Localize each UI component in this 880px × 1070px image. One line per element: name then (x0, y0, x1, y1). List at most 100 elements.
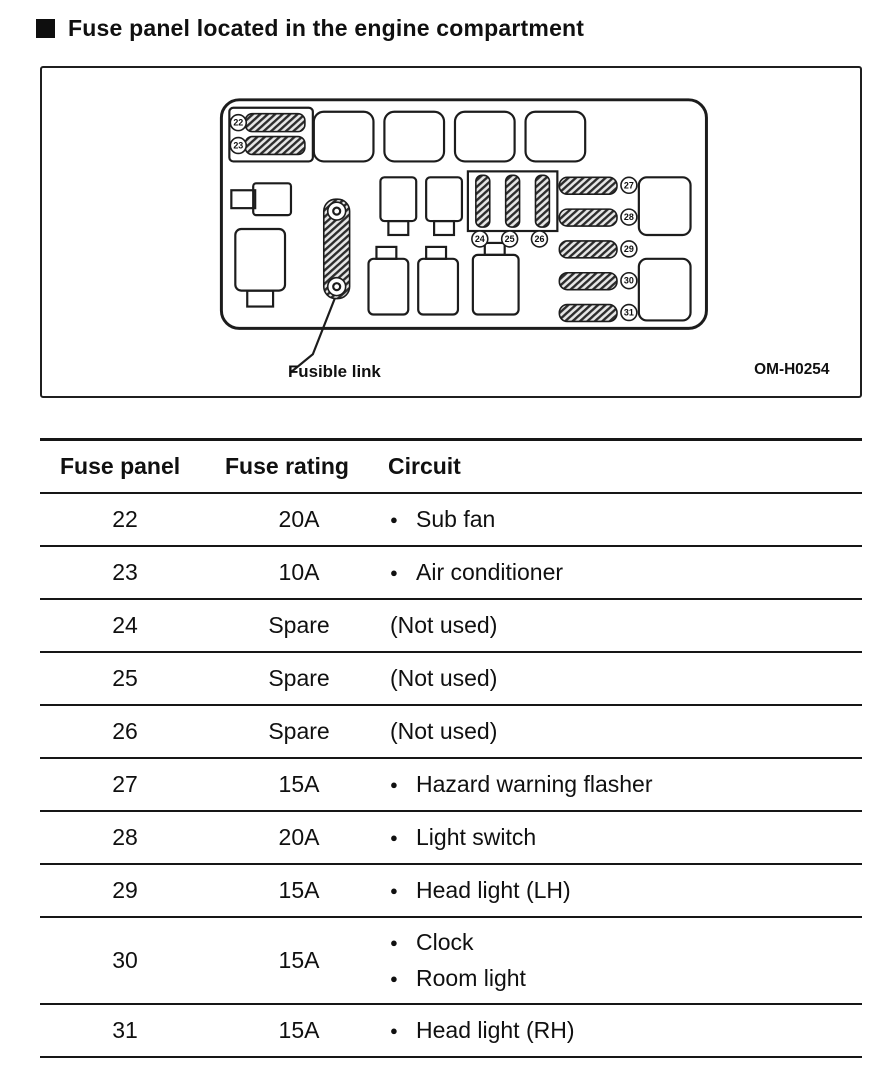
fuse-panel-number: 28 (112, 824, 138, 850)
fuse-table: Fuse panel Fuse rating Circuit 22 20A ● … (40, 438, 862, 1058)
circuit-line: ● Sub fan (390, 506, 862, 533)
fuse-rating: 15A (278, 771, 320, 797)
fuse-rating: 20A (278, 506, 320, 532)
page-title: Fuse panel located in the engine compart… (68, 15, 585, 41)
plug-1 (379, 176, 418, 237)
fuse-rating: 10A (278, 559, 320, 585)
fuse-30 (558, 271, 618, 291)
fuse-30-label: 30 (624, 276, 634, 286)
bullet-icon: ● (390, 830, 398, 845)
bullet-icon: ● (390, 935, 398, 950)
circuit-cell: ● Light switch (388, 824, 862, 851)
figure-frame: 22 23 (40, 66, 862, 398)
fuse-box-outline (219, 98, 708, 330)
fusible-link-terminal-bottom (326, 276, 347, 297)
circuit-cell: ● Head light (LH) (388, 877, 862, 904)
col-header-fuse-rating: Fuse rating (225, 453, 349, 479)
fuse-rating: Spare (268, 665, 330, 691)
circuit-label: Head light (RH) (416, 1017, 575, 1043)
relay-right-top (637, 176, 692, 237)
circuit-label: Sub fan (416, 506, 496, 532)
circuit-line: ● Hazard warning flasher (390, 771, 862, 798)
fuse-rating: Spare (268, 718, 330, 744)
circuit-line: (Not used) (390, 612, 862, 639)
fuse-rating: 15A (278, 947, 320, 973)
col-header-fuse-panel: Fuse panel (60, 453, 181, 479)
page-heading: Fuse panel located in the engine compart… (36, 15, 584, 42)
fusible-link-bar (322, 198, 351, 300)
table-row-22: 22 20A ● Sub fan (40, 494, 862, 547)
fusible-link (322, 198, 351, 300)
fuse-31-label: 31 (624, 307, 634, 317)
circuit-line: (Not used) (390, 718, 862, 745)
plug-2 (425, 176, 464, 237)
circuit-label: (Not used) (390, 612, 498, 638)
bullet-icon: ● (390, 512, 398, 527)
table-row-28: 28 20A ● Light switch (40, 812, 862, 865)
fuse-26 (534, 174, 551, 228)
fuse-group-topleft: 22 23 (228, 106, 314, 163)
fuse-25 (504, 174, 521, 228)
fuse-rating: 15A (278, 1017, 320, 1043)
relay-slot-4 (524, 110, 587, 163)
table-row-27: 27 15A ● Hazard warning flasher (40, 759, 862, 812)
circuit-line: ● Head light (LH) (390, 877, 862, 904)
bullet-icon: ● (390, 777, 398, 792)
fuse-group-vertical: 24 25 26 (466, 170, 559, 248)
fusible-link-terminal-top (326, 201, 347, 221)
table-row-25: 25 Spare (Not used) (40, 653, 862, 706)
circuit-cell: ● Hazard warning flasher (388, 771, 862, 798)
fuse-rating: 15A (278, 877, 320, 903)
circuit-line: ● Light switch (390, 824, 862, 851)
bullet-icon: ● (390, 883, 398, 898)
circuit-line: (Not used) (390, 665, 862, 692)
fuse-31 (558, 303, 618, 323)
col-header-circuit: Circuit (388, 453, 461, 479)
fuse-24-label: 24 (475, 234, 485, 244)
fuse-29 (558, 240, 618, 259)
fuse-28 (558, 208, 618, 227)
fuse-29-label: 29 (624, 244, 634, 254)
circuit-cell: ● Air conditioner (388, 559, 862, 586)
table-row-29: 29 15A ● Head light (LH) (40, 865, 862, 918)
plug-5 (471, 241, 520, 316)
fuse-24 (475, 174, 491, 228)
plug-4 (417, 245, 460, 316)
circuit-label: Light switch (416, 824, 537, 850)
circuit-cell: ● Clock ● Room light (388, 929, 862, 992)
fuse-column-right: 27 28 29 30 31 (558, 176, 638, 323)
circuit-cell: ● Head light (RH) (388, 1017, 862, 1044)
relay-right-bottom (637, 257, 692, 322)
heading-bullet-icon (36, 19, 55, 38)
fuse-22-label: 22 (233, 118, 243, 128)
fuse-panel-number: 25 (112, 665, 138, 691)
circuit-cell: (Not used) (388, 612, 862, 639)
circuit-label: (Not used) (390, 718, 498, 744)
circuit-line: ● Head light (RH) (390, 1017, 862, 1044)
figure-code: OM-H0254 (754, 361, 830, 378)
fuse-23-label: 23 (233, 141, 243, 151)
circuit-cell: (Not used) (388, 665, 862, 692)
circuit-label: Clock (416, 929, 474, 955)
fuse-27-label: 27 (624, 180, 634, 190)
table-row-30: 30 15A ● Clock ● Room light (40, 918, 862, 1005)
table-row-31: 31 15A ● Head light (RH) (40, 1005, 862, 1058)
bullet-icon: ● (390, 971, 398, 986)
circuit-label: Room light (416, 965, 526, 991)
fuse-panel-number: 31 (112, 1017, 138, 1043)
circuit-line: ● Clock (390, 929, 862, 956)
circuit-label: (Not used) (390, 665, 498, 691)
fusible-link-leader-line (290, 298, 336, 373)
table-header-row: Fuse panel Fuse rating Circuit (40, 441, 862, 494)
circuit-label: Head light (LH) (416, 877, 571, 903)
plug-3 (367, 245, 410, 316)
bullet-icon: ● (390, 565, 398, 580)
circuit-cell: (Not used) (388, 718, 862, 745)
fuse-22 (244, 112, 306, 133)
table-row-26: 26 Spare (Not used) (40, 706, 862, 759)
fuse-panel-number: 30 (112, 947, 138, 973)
fuse-26-label: 26 (534, 234, 544, 244)
connector-left (230, 182, 293, 217)
fuse-28-label: 28 (624, 212, 634, 222)
fusible-link-label: Fusible link (288, 362, 381, 381)
